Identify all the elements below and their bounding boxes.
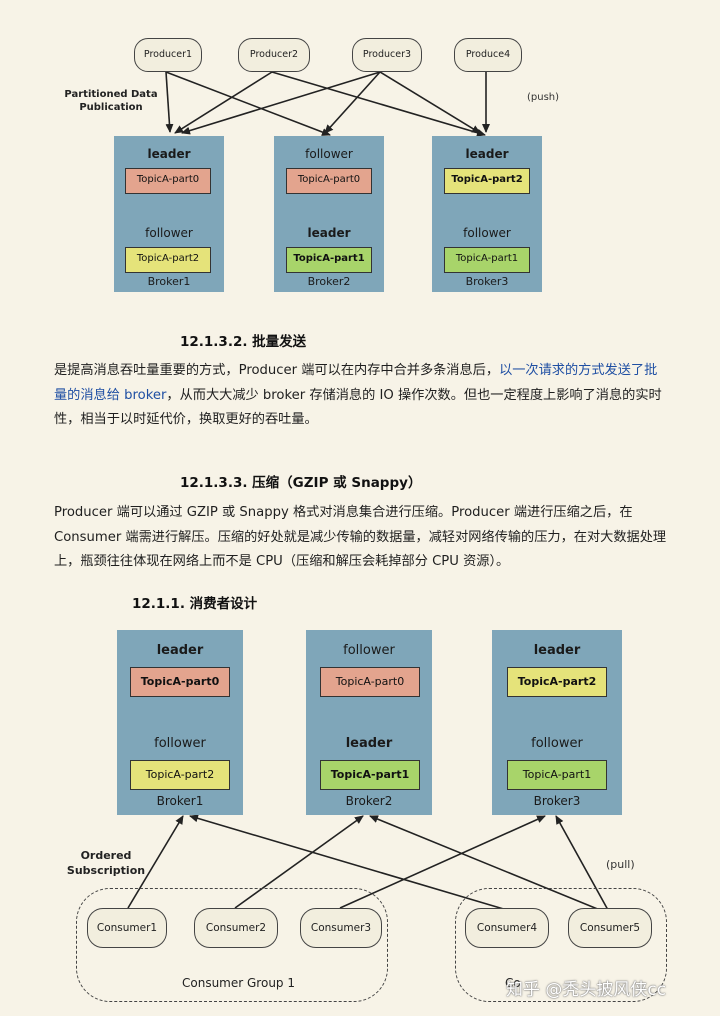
partition-role: follower	[343, 643, 395, 658]
partition-box: TopicA-part0	[130, 667, 230, 697]
batch-text-start: 是提高消息吞吐量重要的方式，Producer 端可以在内存中合并多条消息后，	[54, 363, 500, 378]
section-heading-consumer: 12.1.1. 消费者设计	[132, 596, 258, 612]
partition-box: TopicA-part1	[444, 247, 530, 273]
watermark: 知乎 @秃头披风侠cc	[506, 980, 667, 1000]
partition-role: follower	[305, 147, 353, 161]
partition-role: leader	[345, 736, 393, 751]
batch-paragraph: 是提高消息吞吐量重要的方式，Producer 端可以在内存中合并多条消息后，以一…	[54, 359, 668, 433]
broker-box: leader TopicA-part2 follower TopicA-part…	[492, 630, 622, 815]
broker-box: leader TopicA-part0 follower TopicA-part…	[117, 630, 243, 815]
producer-node: Producer1	[134, 38, 202, 72]
consumer-group-2-label: Co	[505, 976, 521, 990]
subscription-diagram: leader TopicA-part0 follower TopicA-part…	[0, 620, 720, 1016]
producer-node: Producer2	[238, 38, 310, 72]
broker-name: Broker3	[465, 275, 509, 288]
partition-role: leader	[156, 643, 204, 658]
publication-diagram: Producer1 Producer2 Producer3 Produce4 P…	[0, 0, 720, 300]
consumer-node: Consumer2	[194, 908, 278, 948]
partition-box: TopicA-part2	[507, 667, 607, 697]
producer-node: Produce4	[454, 38, 522, 72]
push-label: (push)	[527, 92, 560, 103]
partition-box: TopicA-part0	[320, 667, 420, 697]
partition-box: TopicA-part2	[130, 760, 230, 790]
consumer-node: Consumer1	[87, 908, 167, 948]
broker-name: Broker2	[345, 794, 393, 808]
partition-role: leader	[465, 147, 509, 161]
broker-name: Broker2	[307, 275, 351, 288]
compress-paragraph: Producer 端可以通过 GZIP 或 Snappy 格式对消息集合进行压缩…	[54, 505, 667, 569]
partition-role: follower	[145, 226, 193, 240]
partition-role: leader	[307, 226, 351, 240]
partition-box: TopicA-part2	[125, 247, 211, 273]
broker-box: leader TopicA-part0 follower TopicA-part…	[114, 136, 224, 292]
consumer-node: Consumer4	[465, 908, 549, 948]
consumer-group-2	[455, 888, 667, 1002]
partition-role: leader	[147, 147, 191, 161]
section-heading-compress: 12.1.3.3. 压缩（GZIP 或 Snappy）	[180, 475, 422, 491]
section-heading-batch: 12.1.3.2. 批量发送	[180, 334, 307, 350]
partition-box: TopicA-part0	[125, 168, 211, 194]
partition-role: follower	[531, 736, 583, 751]
publication-arrows	[165, 71, 490, 137]
publication-caption: Partitioned Data Publication	[64, 89, 158, 113]
partition-role: follower	[463, 226, 511, 240]
broker-name: Broker3	[533, 794, 581, 808]
broker-name: Broker1	[147, 275, 191, 288]
subscription-arrows	[127, 814, 609, 911]
partition-box: TopicA-part1	[286, 247, 372, 273]
partition-box: TopicA-part0	[286, 168, 372, 194]
partition-box: TopicA-part1	[507, 760, 607, 790]
partition-role: leader	[533, 643, 581, 658]
subscription-caption: Ordered Subscription	[66, 849, 146, 877]
pull-label: (pull)	[606, 858, 635, 871]
partition-role: follower	[154, 736, 206, 751]
consumer-node: Consumer3	[300, 908, 382, 948]
batch-text-highlight: 以一次请求的方式发送了批量的消息给 broker	[54, 363, 658, 403]
producer-node: Producer3	[352, 38, 422, 72]
consumer-group-1-label: Consumer Group 1	[182, 976, 295, 990]
broker-box: follower TopicA-part0 leader TopicA-part…	[306, 630, 432, 815]
consumer-node: Consumer5	[568, 908, 652, 948]
consumer-group-1	[76, 888, 388, 1002]
broker-box: leader TopicA-part2 follower TopicA-part…	[432, 136, 542, 292]
batch-text-end: ，从而大大减少 broker 存储消息的 IO 操作次数。但也一定程度上影响了消…	[54, 387, 662, 428]
broker-name: Broker1	[156, 794, 204, 808]
broker-box: follower TopicA-part0 leader TopicA-part…	[274, 136, 384, 292]
partition-box: TopicA-part1	[320, 760, 420, 790]
partition-box: TopicA-part2	[444, 168, 530, 194]
